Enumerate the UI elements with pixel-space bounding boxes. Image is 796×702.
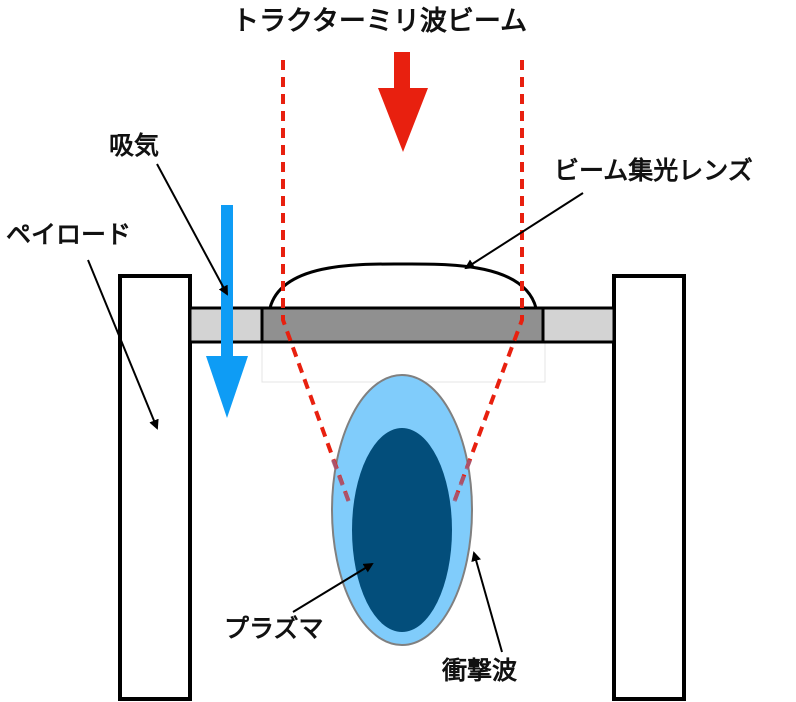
shockwave-label: 衝撃波 <box>442 656 518 685</box>
shockwave-leader <box>471 551 503 653</box>
plasma-leader <box>292 562 374 613</box>
payload-label: ペイロード <box>6 220 132 249</box>
lens-label: ビーム集光レンズ <box>554 156 753 185</box>
intake-leader <box>156 163 228 296</box>
payload-left-wall <box>118 274 192 701</box>
lens-leader <box>464 192 584 270</box>
leader-lines <box>87 163 584 653</box>
diagram-title: トラクターミリ波ビーム <box>232 6 528 37</box>
intake-plate-right <box>541 306 616 344</box>
intake-direction-arrow-icon <box>206 205 248 418</box>
beam-direction-arrow-icon <box>378 52 428 152</box>
intake-label: 吸気 <box>109 131 160 160</box>
focusing-lens-arc <box>268 262 538 309</box>
payload-right-wall <box>612 274 686 701</box>
plasma-ellipse <box>352 428 452 632</box>
payload-leader <box>87 259 159 430</box>
plasma-label: プラズマ <box>224 614 324 643</box>
beam-dashed-lines <box>281 60 524 506</box>
lens-plate <box>260 306 545 344</box>
